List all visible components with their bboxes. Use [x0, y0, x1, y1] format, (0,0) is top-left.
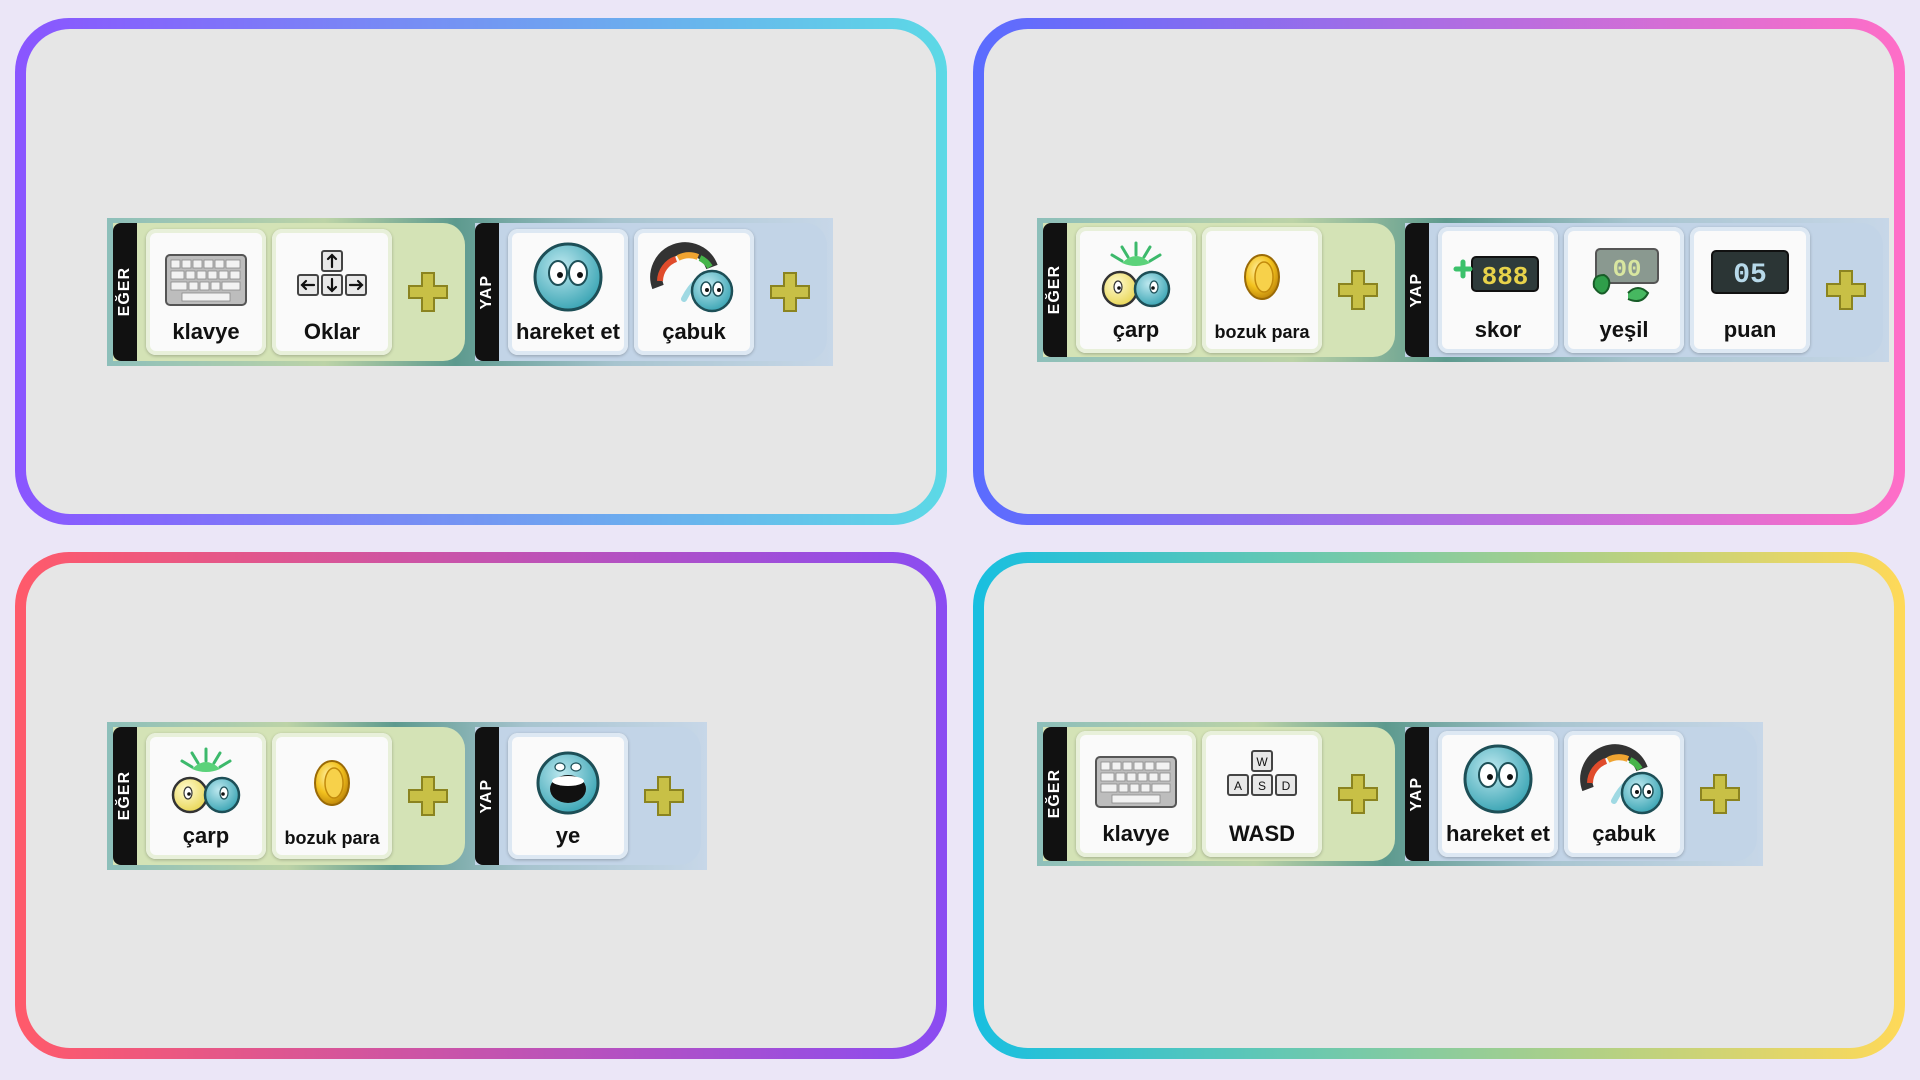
panel-canvas: EĞER klavye: [984, 563, 1894, 1048]
tile-label: WASD: [1229, 821, 1295, 846]
do-tag: YAP: [1405, 223, 1429, 357]
fast-speedometer-icon: [650, 242, 734, 313]
do-tag: YAP: [475, 223, 499, 361]
plus-icon: [1700, 774, 1740, 814]
plus-icon: [644, 776, 684, 816]
coin-icon: [314, 760, 350, 806]
when-tag: EĞER: [1043, 223, 1067, 357]
wasd-keys-icon: W A S D: [1227, 750, 1297, 796]
tile-wasd-keys[interactable]: W A S D WASD: [1202, 731, 1322, 857]
key-w: W: [1256, 755, 1268, 769]
tile-coin[interactable]: bozuk para: [1202, 227, 1322, 353]
tile-label: hareket et: [1446, 821, 1550, 846]
tile-label: yeşil: [1599, 317, 1649, 342]
plus-icon: [1338, 774, 1378, 814]
tile-fast[interactable]: çabuk: [1564, 731, 1684, 857]
plus-icon: [1338, 270, 1378, 310]
tile-label: çarp: [1112, 317, 1160, 342]
tile-move[interactable]: hareket et: [1438, 731, 1558, 857]
score-display: 888: [1482, 262, 1529, 292]
tile-label: klavye: [1102, 821, 1170, 846]
plus-icon: [770, 272, 810, 312]
rule-row: EĞER çarp: [1037, 218, 1889, 362]
move-character-icon: [533, 242, 603, 312]
panel-canvas: EĞER çarp: [984, 29, 1894, 514]
add-when-button[interactable]: [403, 771, 453, 821]
tile-score[interactable]: 888 skor: [1438, 227, 1558, 353]
tile-label: bozuk para: [284, 828, 380, 848]
tile-label: çarp: [182, 823, 230, 848]
panel-canvas: EĞER klavye: [26, 29, 936, 514]
rule-panel-4: EĞER klavye: [973, 552, 1905, 1059]
rule-panel-1: EĞER klavye: [15, 18, 947, 525]
keyboard-icon: [1095, 756, 1177, 808]
tile-label: hareket et: [516, 319, 620, 344]
eat-icon: [536, 751, 600, 815]
do-tag: YAP: [1405, 727, 1429, 861]
when-section: EĞER çarp: [113, 727, 465, 865]
tile-fast[interactable]: çabuk: [634, 229, 754, 355]
when-section: EĞER klavye: [1043, 727, 1395, 861]
tile-label: skor: [1474, 317, 1522, 342]
arrow-keys-icon: [297, 250, 367, 296]
rule-panel-2: EĞER çarp: [973, 18, 1905, 525]
tile-arrow-keys[interactable]: Oklar: [272, 229, 392, 355]
plus-icon: [408, 272, 448, 312]
key-s: S: [1258, 779, 1266, 793]
panel-canvas: EĞER çarp: [26, 563, 936, 1048]
when-tag: EĞER: [113, 223, 137, 361]
do-section: YAP hareket et: [1405, 727, 1757, 861]
do-section: YAP hareket et: [475, 223, 827, 361]
tile-move[interactable]: hareket et: [508, 229, 628, 355]
tile-points[interactable]: 05 puan: [1690, 227, 1810, 353]
coin-icon: [1244, 254, 1280, 300]
when-tag: EĞER: [113, 727, 137, 865]
tile-label: puan: [1723, 317, 1777, 342]
do-section: YAP ye: [475, 727, 701, 865]
tile-bump[interactable]: çarp: [146, 733, 266, 859]
tile-label: çabuk: [1592, 821, 1656, 846]
add-when-button[interactable]: [1333, 265, 1383, 315]
tile-eat[interactable]: ye: [508, 733, 628, 859]
key-a: A: [1234, 779, 1242, 793]
tile-keyboard[interactable]: klavye: [1076, 731, 1196, 857]
plus-icon: [408, 776, 448, 816]
tile-coin[interactable]: bozuk para: [272, 733, 392, 859]
bump-icon: [171, 747, 241, 814]
when-section: EĞER çarp: [1043, 223, 1395, 357]
green-color-icon: 00: [1592, 248, 1659, 302]
plus-icon: [1826, 270, 1866, 310]
tile-label: çabuk: [662, 319, 726, 344]
do-section: YAP 888 skor 00 yeşi: [1405, 223, 1883, 357]
fast-speedometer-icon: [1580, 744, 1664, 815]
move-character-icon: [1463, 744, 1533, 814]
rule-panel-3: EĞER çarp: [15, 552, 947, 1059]
green-display: 00: [1613, 257, 1642, 284]
add-do-button[interactable]: [765, 267, 815, 317]
key-d: D: [1282, 779, 1291, 793]
tile-label: bozuk para: [1214, 322, 1310, 342]
tile-keyboard[interactable]: klavye: [146, 229, 266, 355]
add-when-button[interactable]: [403, 267, 453, 317]
rule-row: EĞER klavye: [1037, 722, 1763, 866]
keyboard-icon: [165, 254, 247, 306]
do-tag: YAP: [475, 727, 499, 865]
add-do-button[interactable]: [1695, 769, 1745, 819]
points-display-icon: 05: [1711, 250, 1789, 294]
tile-label: ye: [555, 823, 581, 848]
when-section: EĞER klavye: [113, 223, 465, 361]
points-display: 05: [1733, 260, 1767, 291]
rule-row: EĞER çarp: [107, 722, 707, 870]
tile-bump[interactable]: çarp: [1076, 227, 1196, 353]
tile-green[interactable]: 00 yeşil: [1564, 227, 1684, 353]
when-tag: EĞER: [1043, 727, 1067, 861]
bump-icon: [1101, 241, 1171, 308]
tile-label: klavye: [172, 319, 240, 344]
score-icon: 888: [1453, 256, 1539, 292]
add-do-button[interactable]: [1821, 265, 1871, 315]
add-when-button[interactable]: [1333, 769, 1383, 819]
add-do-button[interactable]: [639, 771, 689, 821]
tile-label: Oklar: [303, 319, 361, 344]
rule-row: EĞER klavye: [107, 218, 833, 366]
